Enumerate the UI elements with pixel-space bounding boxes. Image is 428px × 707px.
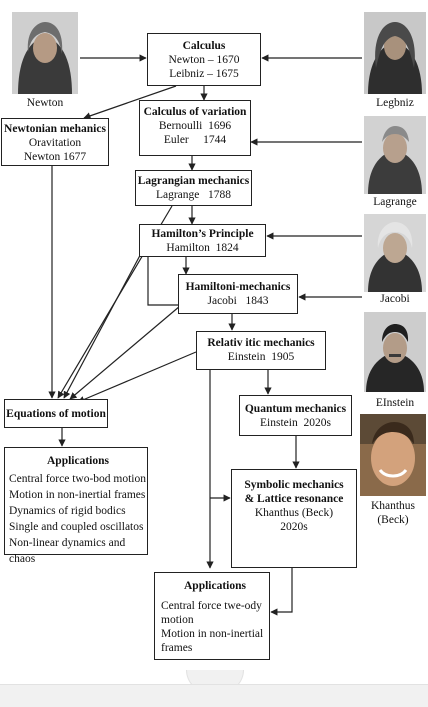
arrow-hamilton-equations <box>63 245 146 399</box>
quantum-line: Einstein 2020s <box>260 417 331 429</box>
newtonian-box: Newtonian mehanics Oravitation Newton 16… <box>1 118 109 166</box>
symbolic-title2: & Lattice resonance <box>244 493 344 505</box>
symbolic-box: Symbolic mechanics & Lattice resonance K… <box>231 469 357 568</box>
lagrange-portrait-image <box>364 116 426 194</box>
jacobi-label: Jacobi <box>380 293 410 305</box>
newtonian-line: Newton 1677 <box>23 151 87 163</box>
quantum-box: Quantum mechanics Einstein 2020s <box>239 395 352 436</box>
variation-box: Calculus of variation Bernoulli 1696 Eul… <box>139 100 251 156</box>
khanthus-label: Khanthus (Beck) <box>360 499 426 527</box>
hamiltoni-title: Hamiltoni-mechanics <box>185 281 291 293</box>
khanthus-label-line2: (Beck) <box>377 514 409 526</box>
applications2-item: frames <box>161 642 193 654</box>
hamilton-principle-box: Hamilton’s Principle Hamilton 1824 <box>139 224 266 257</box>
relativ-line: Einstein 1905 <box>227 351 295 363</box>
newtonian-line: Oravitation <box>28 137 82 149</box>
applications2-title: Applications <box>184 580 246 592</box>
hamilton-principle-title: Hamilton’s Principle <box>151 228 254 240</box>
newton-portrait <box>12 12 78 94</box>
newton-label: Newton <box>26 97 64 109</box>
einstein-portrait-image <box>364 312 426 392</box>
lagrange-portrait <box>364 116 426 194</box>
hamiltoni-line: Jacobi 1843 <box>207 295 269 307</box>
applications1-item: Single and coupled oscillatos <box>9 521 144 533</box>
hamilton-principle-line: Hamilton 1824 <box>166 242 239 254</box>
variation-title: Calculus of variation <box>143 106 247 118</box>
bracket-hamilton <box>147 256 178 306</box>
legbniz-label: Legbniz <box>376 97 414 109</box>
symbolic-line: 2020s <box>280 521 308 533</box>
khanthus-portrait <box>360 414 426 496</box>
lagrange-label: Lagrange <box>373 196 417 208</box>
newtonian-title: Newtonian mehanics <box>4 123 106 135</box>
variation-line: Bernoulli 1696 <box>158 120 232 132</box>
jacobi-portrait-image <box>364 214 426 292</box>
relativ-box: Relativ itic mechanics Einstein 1905 <box>196 331 326 370</box>
equations-box: Equations of motion <box>4 399 108 428</box>
khanthus-portrait-image <box>360 414 426 496</box>
legbniz-portrait <box>364 12 426 94</box>
applications1-item: Central force two-bod motion <box>9 473 147 485</box>
applications1-box: Applications Central force two-bod motio… <box>4 447 148 565</box>
applications1-item: Motion in non-inertial frames <box>9 489 146 501</box>
variation-line: Euler 1744 <box>163 134 227 146</box>
jacobi-portrait <box>364 214 426 292</box>
relativ-title: Relativ itic mechanics <box>207 337 315 349</box>
calculus-box: Calculus Newton – 1670 Leibniz – 1675 <box>147 33 261 86</box>
calculus-title: Calculus <box>182 40 226 52</box>
khanthus-label-line1: Khanthus <box>370 500 416 512</box>
calculus-line: Newton – 1670 <box>168 54 240 66</box>
newton-portrait-image <box>12 12 78 94</box>
applications2-item: motion <box>161 614 194 626</box>
applications2-item: Central force twe-ody <box>161 600 262 612</box>
applications1-item: Non-linear dynamics and chaos <box>9 537 126 565</box>
equations-title: Equations of motion <box>6 408 106 420</box>
symbolic-line: Khanthus (Beck) <box>254 507 334 519</box>
applications1-title: Applications <box>47 455 109 467</box>
applications2-box: Applications Central force twe-ody motio… <box>154 572 270 660</box>
lagrangian-title: Lagrangian mechanics <box>137 175 250 187</box>
lagrangian-box: Lagrangian mechanics Lagrange 1788 <box>135 170 252 206</box>
applications1-item: Dynamics of rigid bodics <box>9 505 126 517</box>
arrow-symbolic-applications2 <box>270 568 293 616</box>
hamiltoni-box: Hamiltoni-mechanics Jacobi 1843 <box>178 274 298 314</box>
legbniz-portrait-image <box>364 12 426 94</box>
lagrangian-line: Lagrange 1788 <box>155 189 232 201</box>
arrow-hamiltoni-equations <box>69 305 181 400</box>
applications2-item: Motion in non-inertial <box>161 628 264 640</box>
einstein-portrait <box>364 312 426 392</box>
symbolic-title: Symbolic mechanics <box>244 479 344 491</box>
quantum-title: Quantum mechanics <box>244 403 347 415</box>
footer-bar <box>0 684 428 707</box>
arrow-relativ-equations <box>77 351 197 403</box>
einstein-label: EInstein <box>375 397 415 409</box>
calculus-line: Leibniz – 1675 <box>169 68 239 80</box>
